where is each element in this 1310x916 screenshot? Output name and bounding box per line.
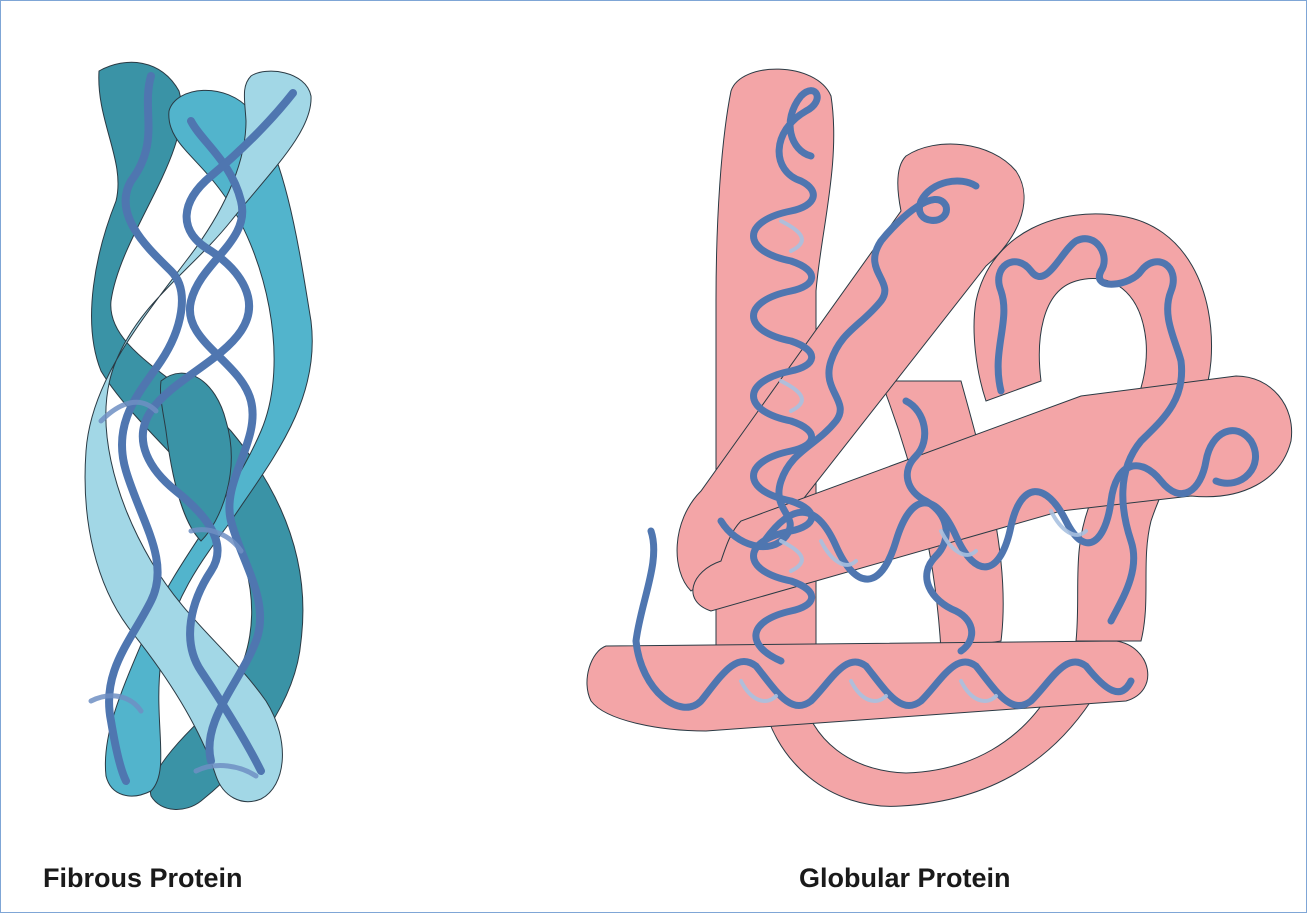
fibrous-protein-illustration (85, 62, 312, 809)
globular-protein-caption: Globular Protein (799, 863, 1011, 894)
fibrous-protein-caption: Fibrous Protein (43, 863, 243, 894)
globular-protein-illustration (587, 69, 1292, 806)
